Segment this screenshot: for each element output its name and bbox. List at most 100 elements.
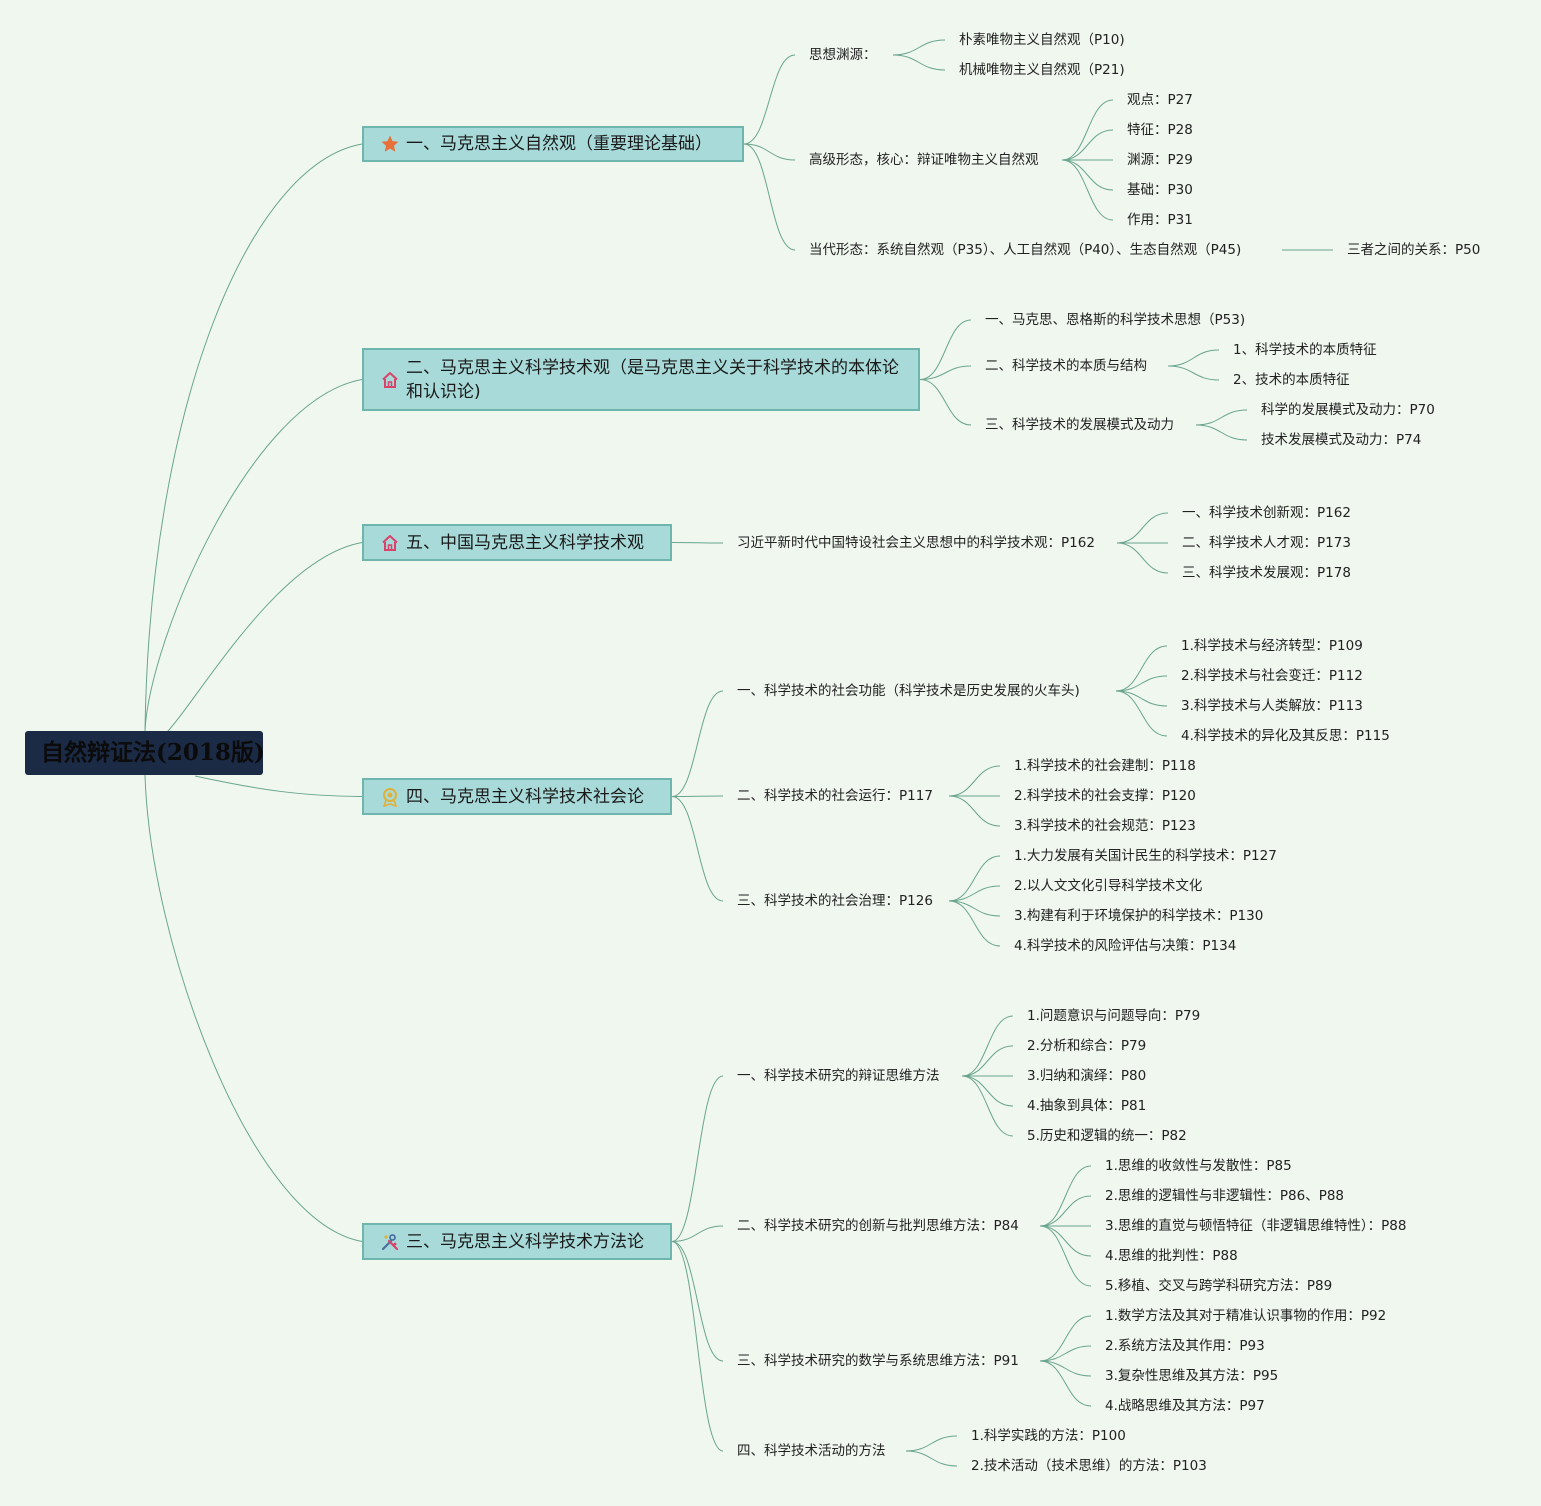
leaf-topic[interactable]: 2.思维的逻辑性与非逻辑性：P86、P88 xyxy=(1105,1188,1345,1204)
leaf-link xyxy=(948,885,1001,902)
main-topic-4[interactable]: 四、马克思主义科学技术社会论 xyxy=(362,778,672,815)
leaf-topic[interactable]: 观点：P27 xyxy=(1127,92,1193,108)
leaf-link xyxy=(1116,542,1169,574)
subtopic[interactable]: 当代形态：系统自然观（P35）、人工自然观（P40）、生态自然观（P45) xyxy=(809,242,1242,258)
subtopic[interactable]: 思想渊源： xyxy=(809,47,877,63)
leaf-link xyxy=(892,39,946,56)
leaf-link xyxy=(1195,424,1248,441)
leaf-link xyxy=(1116,512,1169,544)
leaf-link xyxy=(961,1075,1014,1107)
branch-link xyxy=(743,143,796,161)
leaf-link xyxy=(961,1045,1014,1077)
main-topic-label: 二、马克思主义科学技术观（是马克思主义关于科学技术的本体论和认识论) xyxy=(406,357,899,402)
subtopic[interactable]: 三、科学技术的社会治理：P126 xyxy=(737,893,933,909)
leaf-topic[interactable]: 5.历史和逻辑的统一：P82 xyxy=(1027,1128,1187,1144)
leaf-topic[interactable]: 机械唯物主义自然观（P21) xyxy=(959,62,1125,78)
leaf-link xyxy=(892,54,946,71)
leaf-topic[interactable]: 3.构建有利于环境保护的科学技术：P130 xyxy=(1014,908,1264,924)
branch-link xyxy=(671,1075,724,1242)
leaf-topic[interactable]: 1、科学技术的本质特征 xyxy=(1233,342,1377,358)
leaf-topic[interactable]: 3.思维的直觉与顿悟特征（非逻辑思维特性）：P88 xyxy=(1105,1218,1407,1234)
leaf-link xyxy=(1039,1360,1092,1377)
main-topic-label: 五、中国马克思主义科学技术观 xyxy=(406,532,644,553)
branch-link xyxy=(671,1241,724,1362)
subtopic[interactable]: 高级形态，核心：辩证唯物主义自然观 xyxy=(809,152,1039,168)
subtopic[interactable]: 三、科学技术研究的数学与系统思维方法：P91 xyxy=(737,1353,1019,1369)
leaf-topic[interactable]: 3.归纳和演绎：P80 xyxy=(1027,1068,1147,1084)
leaf-link xyxy=(1039,1225,1092,1287)
leaf-topic[interactable]: 1.思维的收敛性与发散性：P85 xyxy=(1105,1158,1292,1174)
home-icon xyxy=(380,533,400,553)
leaf-topic[interactable]: 1.大力发展有关国计民生的科学技术：P127 xyxy=(1014,848,1277,864)
leaf-topic[interactable]: 4.战略思维及其方法：P97 xyxy=(1105,1398,1265,1414)
leaf-topic[interactable]: 2.分析和综合：P79 xyxy=(1027,1038,1147,1054)
main-topic-1[interactable]: 一、马克思主义自然观（重要理论基础） xyxy=(362,126,744,162)
root-topic[interactable]: 自然辩证法(2018版) xyxy=(25,731,265,775)
subtopic[interactable]: 一、马克思、恩格斯的科学技术思想（P53) xyxy=(985,312,1246,328)
leaf-topic[interactable]: 一、科学技术创新观：P162 xyxy=(1182,505,1351,521)
leaf-topic[interactable]: 渊源：P29 xyxy=(1127,152,1193,168)
leaf-link xyxy=(1061,129,1114,161)
leaf-link xyxy=(961,1075,1014,1137)
leaf-topic[interactable]: 4.思维的批判性：P88 xyxy=(1105,1248,1238,1264)
leaf-topic[interactable]: 1.问题意识与问题导向：P79 xyxy=(1027,1008,1201,1024)
leaf-topic[interactable]: 二、科学技术人才观：P173 xyxy=(1182,535,1351,551)
medal-icon xyxy=(380,787,400,807)
subtopic[interactable]: 二、科学技术的本质与结构 xyxy=(985,358,1147,374)
branch-link xyxy=(671,796,724,902)
leaf-topic[interactable]: 1.科学技术的社会建制：P118 xyxy=(1014,758,1196,774)
main-topic-5[interactable]: 三、马克思主义科学技术方法论 xyxy=(362,1223,672,1260)
leaf-topic[interactable]: 基础：P30 xyxy=(1127,182,1193,198)
leaf-topic[interactable]: 作用：P31 xyxy=(1127,212,1193,228)
leaf-link xyxy=(1115,675,1168,692)
home-icon xyxy=(380,370,400,390)
subtopic[interactable]: 二、科学技术的社会运行：P117 xyxy=(737,788,933,804)
branch-link xyxy=(671,1241,724,1452)
leaf-topic[interactable]: 科学的发展模式及动力：P70 xyxy=(1261,402,1435,418)
leaf-topic[interactable]: 特征：P28 xyxy=(1127,122,1193,138)
leaf-link xyxy=(905,1450,958,1467)
leaf-link xyxy=(1039,1165,1092,1227)
leaf-link xyxy=(1061,159,1114,221)
root-link xyxy=(144,379,363,731)
subtopic[interactable]: 四、科学技术活动的方法 xyxy=(737,1443,886,1459)
branch-link xyxy=(671,690,724,797)
leaf-topic[interactable]: 1.数学方法及其对于精准认识事物的作用：P92 xyxy=(1105,1308,1387,1324)
leaf-topic[interactable]: 4.抽象到具体：P81 xyxy=(1027,1098,1147,1114)
leaf-link xyxy=(948,765,1001,797)
leaf-topic[interactable]: 技术发展模式及动力：P74 xyxy=(1261,432,1422,448)
leaf-topic[interactable]: 三者之间的关系：P50 xyxy=(1347,242,1481,258)
leaf-link xyxy=(1061,159,1114,191)
leaf-link xyxy=(1039,1345,1092,1362)
leaf-topic[interactable]: 3.科学技术的社会规范：P123 xyxy=(1014,818,1196,834)
leaf-topic[interactable]: 2.科学技术与社会变迁：P112 xyxy=(1181,668,1363,684)
leaf-link xyxy=(1039,1315,1092,1362)
leaf-topic[interactable]: 2.科学技术的社会支撑：P120 xyxy=(1014,788,1196,804)
leaf-link xyxy=(948,900,1001,917)
leaf-topic[interactable]: 4.科学技术的异化及其反思：P115 xyxy=(1181,728,1390,744)
subtopic[interactable]: 习近平新时代中国特设社会主义思想中的科学技术观：P162 xyxy=(737,535,1095,551)
subtopic[interactable]: 二、科学技术研究的创新与批判思维方法：P84 xyxy=(737,1218,1019,1234)
leaf-topic[interactable]: 朴素唯物主义自然观（P10) xyxy=(959,32,1125,48)
leaf-topic[interactable]: 1.科学技术与经济转型：P109 xyxy=(1181,638,1363,654)
leaf-topic[interactable]: 3.科学技术与人类解放：P113 xyxy=(1181,698,1363,714)
leaf-topic[interactable]: 1.科学实践的方法：P100 xyxy=(971,1428,1126,1444)
main-topic-2[interactable]: 二、马克思主义科学技术观（是马克思主义关于科学技术的本体论和认识论) xyxy=(362,348,920,411)
leaf-topic[interactable]: 2.以人文文化引导科学技术文化 xyxy=(1014,878,1203,894)
subtopic[interactable]: 一、科学技术研究的辩证思维方法 xyxy=(737,1068,940,1084)
leaf-link xyxy=(948,795,1001,827)
leaf-topic[interactable]: 2、技术的本质特征 xyxy=(1233,372,1350,388)
leaf-link xyxy=(1039,1360,1092,1407)
leaf-topic[interactable]: 3.复杂性思维及其方法：P95 xyxy=(1105,1368,1279,1384)
leaf-topic[interactable]: 4.科学技术的风险评估与决策：P134 xyxy=(1014,938,1237,954)
subtopic[interactable]: 三、科学技术的发展模式及动力 xyxy=(985,417,1174,433)
leaf-topic[interactable]: 5.移植、交叉与跨学科研究方法：P89 xyxy=(1105,1278,1333,1294)
leaf-link xyxy=(1195,409,1248,426)
leaf-topic[interactable]: 2.系统方法及其作用：P93 xyxy=(1105,1338,1265,1354)
subtopic[interactable]: 一、科学技术的社会功能（科学技术是历史发展的火车头) xyxy=(737,683,1080,699)
leaf-topic[interactable]: 2.技术活动（技术思维）的方法：P103 xyxy=(971,1458,1207,1474)
leaf-topic[interactable]: 三、科学技术发展观：P178 xyxy=(1182,565,1351,581)
tools-icon xyxy=(380,1232,400,1252)
main-topic-3[interactable]: 五、中国马克思主义科学技术观 xyxy=(362,524,672,561)
